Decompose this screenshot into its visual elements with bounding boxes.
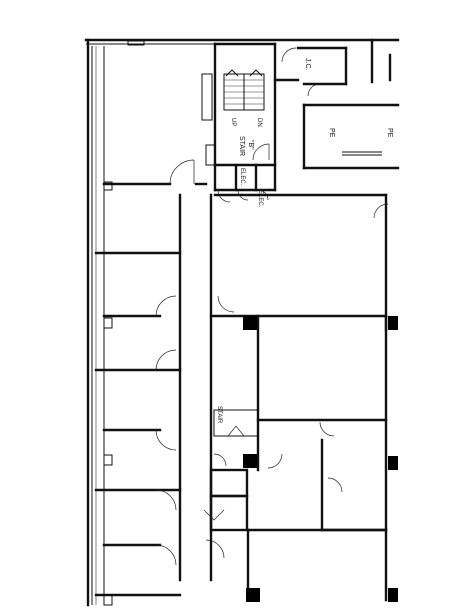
column [388,456,398,470]
stair2-label: STAIR [216,406,222,424]
building-envelope [84,38,400,607]
column [388,316,398,330]
stair-id-label: "B" [247,140,254,150]
room-janitor-closet: J.C. [273,38,392,97]
stair-label: STAIR [238,136,245,156]
room-northwest [102,159,208,191]
column [243,454,257,468]
pe-label-1: PE [328,128,335,138]
stair-treads [224,74,264,110]
east-open-office [209,295,388,602]
elec-label-2: ELEC. [257,190,263,208]
column [243,316,257,330]
stair-center: STAIR [213,406,259,437]
stair-up-label: UP [230,118,236,126]
structural-columns [243,316,398,602]
column [246,588,260,602]
electrical-rooms: ELEC. ELEC. [213,163,277,208]
jc-label: J.C. [304,58,311,71]
stair-down-label: DN [256,118,262,127]
up-arrow-icon [225,69,239,77]
down-arrow-icon [249,69,263,77]
west-offices [94,251,182,606]
south-rooms [203,453,249,559]
room-east-offices: PE PE [302,103,400,170]
pe-label-2: PE [386,128,393,138]
elec-label-1: ELEC. [239,168,245,186]
column [388,588,398,602]
stair-core: UP DN STAIR "B" [201,42,277,192]
